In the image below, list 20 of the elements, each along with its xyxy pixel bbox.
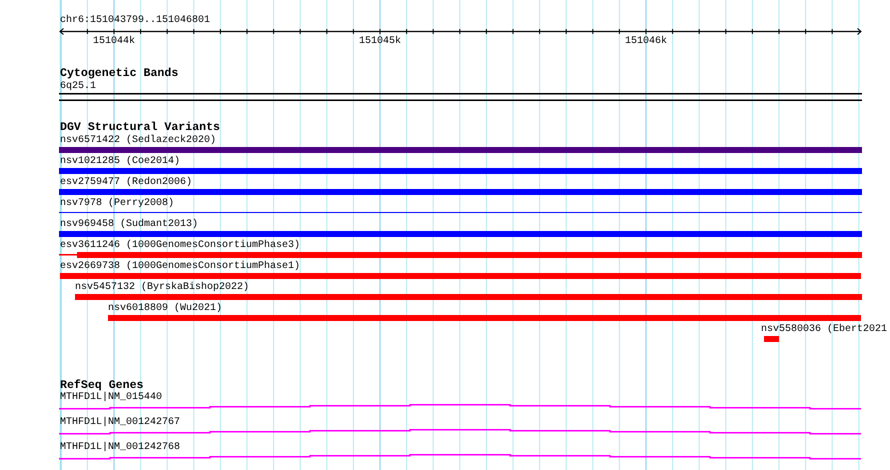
track-heading: DGV Structural Variants bbox=[60, 120, 220, 134]
variant-label: nsv969458 (Sudmant2013) bbox=[60, 218, 198, 230]
transcript-label: MTHFD1L|NM_015440 bbox=[60, 392, 162, 402]
variant-label: esv2669738 (1000GenomesConsortiumPhase1) bbox=[60, 260, 300, 272]
variant-label: nsv5580036 (Ebert2021 bbox=[761, 324, 888, 334]
variant-label: nsv7978 (Perry2008) bbox=[60, 198, 174, 208]
tick-label: 151046k bbox=[625, 36, 668, 46]
variant-label: nsv6571422 (Sedlazeck2020) bbox=[60, 134, 216, 146]
variant-label: esv2759477 (Redon2006) bbox=[60, 176, 192, 188]
track-heading: RefSeq Genes bbox=[60, 378, 144, 392]
transcript-label: MTHFD1L|NM_001242768 bbox=[60, 442, 180, 452]
tick-label: 151044k bbox=[93, 36, 136, 46]
variant-label: nsv5457132 (ByrskaBishop2022) bbox=[75, 282, 250, 292]
variant-label: esv3611246 (1000GenomesConsortiumPhase3) bbox=[60, 240, 300, 250]
band-label: 6q25.1 bbox=[60, 80, 96, 92]
tick-label: 151045k bbox=[359, 36, 402, 46]
region-title: chr6:151043799..151046801 bbox=[60, 15, 210, 26]
variant-label: nsv1021285 (Coe2014) bbox=[60, 156, 180, 166]
transcript-label: MTHFD1L|NM_001242767 bbox=[60, 416, 180, 428]
variant-label: nsv6018809 (Wu2021) bbox=[108, 302, 222, 314]
